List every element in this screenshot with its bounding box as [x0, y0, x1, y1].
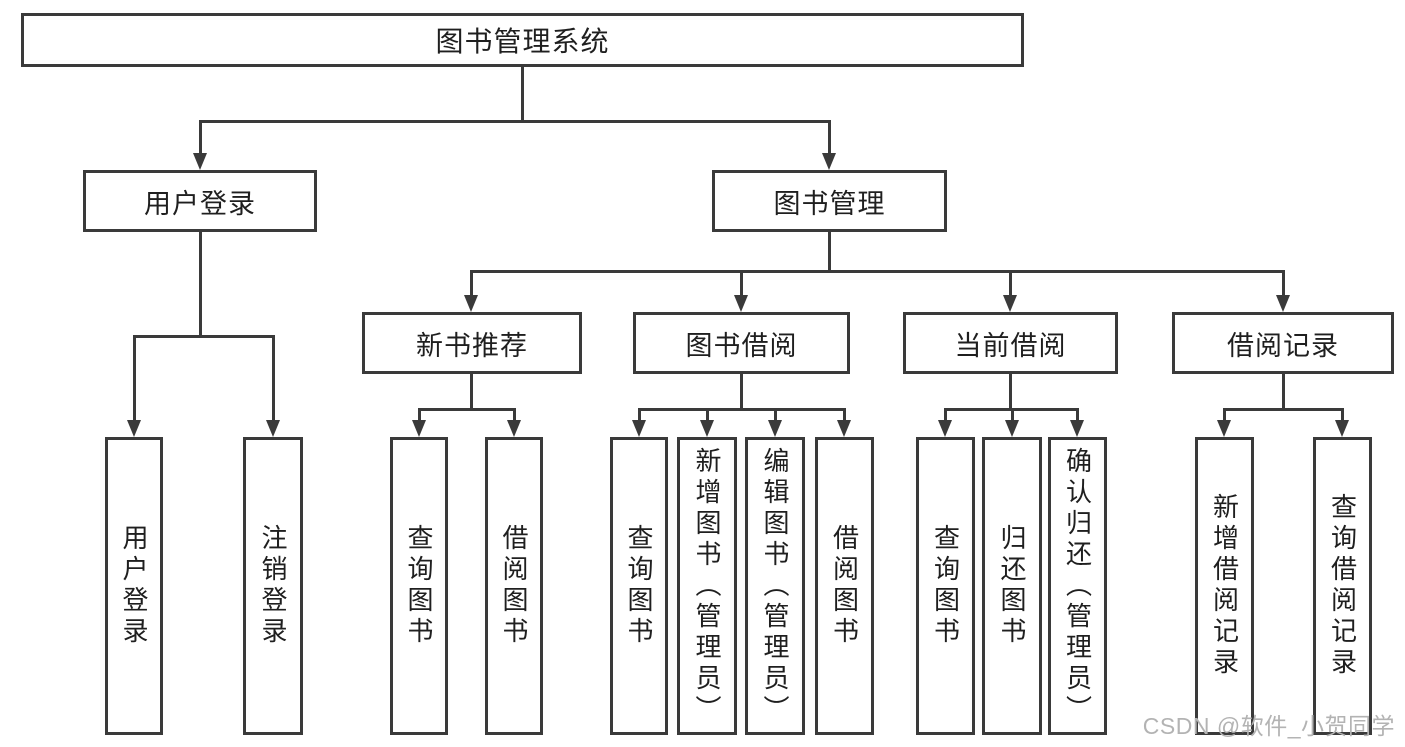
connector-line: [740, 270, 743, 298]
arrowhead-icon: [1003, 295, 1017, 312]
leaf-edit-books-admin: 编辑图书（管理员）: [745, 437, 805, 735]
connector-line: [1009, 374, 1012, 408]
leaf-return-books-label: 归还图书: [997, 524, 1027, 648]
arrowhead-icon: [1276, 295, 1290, 312]
leaf-query-borrow-record: 查询借阅记录: [1313, 437, 1372, 735]
arrowhead-icon: [938, 420, 952, 437]
connector-line: [843, 408, 846, 422]
node-current-borrowing: 当前借阅: [903, 312, 1118, 374]
node-library-system: 图书管理系统: [21, 13, 1024, 67]
arrowhead-icon: [1005, 420, 1019, 437]
node-book-borrowing-label: 图书借阅: [685, 330, 798, 361]
arrowhead-icon: [700, 420, 714, 437]
arrowhead-icon: [412, 420, 426, 437]
leaf-query-borrow-record-label: 查询借阅记录: [1327, 493, 1358, 679]
leaf-confirm-return-admin: 确认归还（管理员）: [1048, 437, 1107, 735]
connector-line: [944, 408, 947, 422]
leaf-edit-books-admin-label: 编辑图书（管理员）: [760, 446, 790, 726]
leaf-query-books-borrowing-label: 查询图书: [624, 524, 654, 648]
connector-line: [133, 335, 275, 338]
connector-line: [1341, 408, 1344, 422]
leaf-query-books-borrowing: 查询图书: [610, 437, 668, 735]
connector-line: [774, 408, 777, 422]
connector-line: [828, 120, 831, 155]
leaf-add-books-admin: 新增图书（管理员）: [677, 437, 737, 735]
connector-line: [199, 120, 831, 123]
connector-line: [1223, 408, 1344, 411]
connector-line: [1009, 270, 1012, 298]
connector-line: [1282, 374, 1285, 408]
connector-line: [740, 374, 743, 408]
arrowhead-icon: [193, 153, 207, 170]
node-new-book-recommend: 新书推荐: [362, 312, 582, 374]
node-book-management: 图书管理: [712, 170, 947, 232]
arrowhead-icon: [1070, 420, 1084, 437]
node-book-borrowing: 图书借阅: [633, 312, 850, 374]
connector-line: [470, 270, 473, 298]
arrowhead-icon: [507, 420, 521, 437]
node-user-login: 用户登录: [83, 170, 317, 232]
leaf-add-books-admin-label: 新增图书（管理员）: [692, 446, 722, 726]
node-current-borrowing-label: 当前借阅: [954, 330, 1067, 361]
leaf-user-login-label: 用户登录: [119, 524, 149, 648]
node-book-management-label: 图书管理: [773, 188, 886, 219]
arrowhead-icon: [768, 420, 782, 437]
csdn-watermark: CSDN @软件_小贺同学: [1142, 713, 1395, 739]
node-borrowing-records: 借阅记录: [1172, 312, 1394, 374]
connector-line: [133, 335, 136, 422]
connector-line: [1223, 408, 1226, 422]
connector-line: [521, 67, 524, 120]
leaf-borrow-books-recommend: 借阅图书: [485, 437, 543, 735]
arrowhead-icon: [266, 420, 280, 437]
arrowhead-icon: [1217, 420, 1231, 437]
connector-line: [1076, 408, 1079, 422]
leaf-borrow-books-borrowing: 借阅图书: [815, 437, 874, 735]
connector-line: [706, 408, 709, 422]
leaf-add-borrow-record: 新增借阅记录: [1195, 437, 1254, 735]
arrowhead-icon: [127, 420, 141, 437]
arrowhead-icon: [734, 295, 748, 312]
leaf-query-books-current: 查询图书: [916, 437, 975, 735]
connector-line: [199, 120, 202, 155]
node-borrowing-records-label: 借阅记录: [1227, 330, 1339, 361]
connector-line: [1011, 408, 1014, 422]
leaf-return-books: 归还图书: [982, 437, 1042, 735]
connector-line: [470, 270, 1285, 273]
node-new-book-recommend-label: 新书推荐: [416, 330, 528, 361]
connector-line: [828, 232, 831, 270]
arrowhead-icon: [837, 420, 851, 437]
connector-line: [418, 408, 516, 411]
leaf-query-books-recommend-label: 查询图书: [404, 524, 434, 648]
arrowhead-icon: [464, 295, 478, 312]
leaf-borrow-books-borrowing-label: 借阅图书: [829, 524, 860, 648]
leaf-borrow-books-recommend-label: 借阅图书: [499, 524, 529, 648]
connector-line: [418, 408, 421, 422]
leaf-confirm-return-admin-label: 确认归还（管理员）: [1062, 446, 1093, 726]
node-user-login-label: 用户登录: [144, 188, 256, 219]
leaf-query-books-recommend: 查询图书: [390, 437, 448, 735]
connector-line: [470, 374, 473, 408]
connector-line: [272, 335, 275, 422]
arrowhead-icon: [1335, 420, 1349, 437]
leaf-add-borrow-record-label: 新增借阅记录: [1209, 493, 1240, 679]
connector-line: [638, 408, 846, 411]
arrowhead-icon: [632, 420, 646, 437]
connector-line: [513, 408, 516, 422]
leaf-logout-label: 注销登录: [258, 524, 288, 648]
leaf-user-login: 用户登录: [105, 437, 163, 735]
connector-line: [1282, 270, 1285, 298]
connector-line: [638, 408, 641, 422]
leaf-query-books-current-label: 查询图书: [930, 524, 961, 648]
arrowhead-icon: [822, 153, 836, 170]
connector-line: [199, 232, 202, 335]
node-library-system-label: 图书管理系统: [435, 26, 610, 57]
leaf-logout: 注销登录: [243, 437, 303, 735]
